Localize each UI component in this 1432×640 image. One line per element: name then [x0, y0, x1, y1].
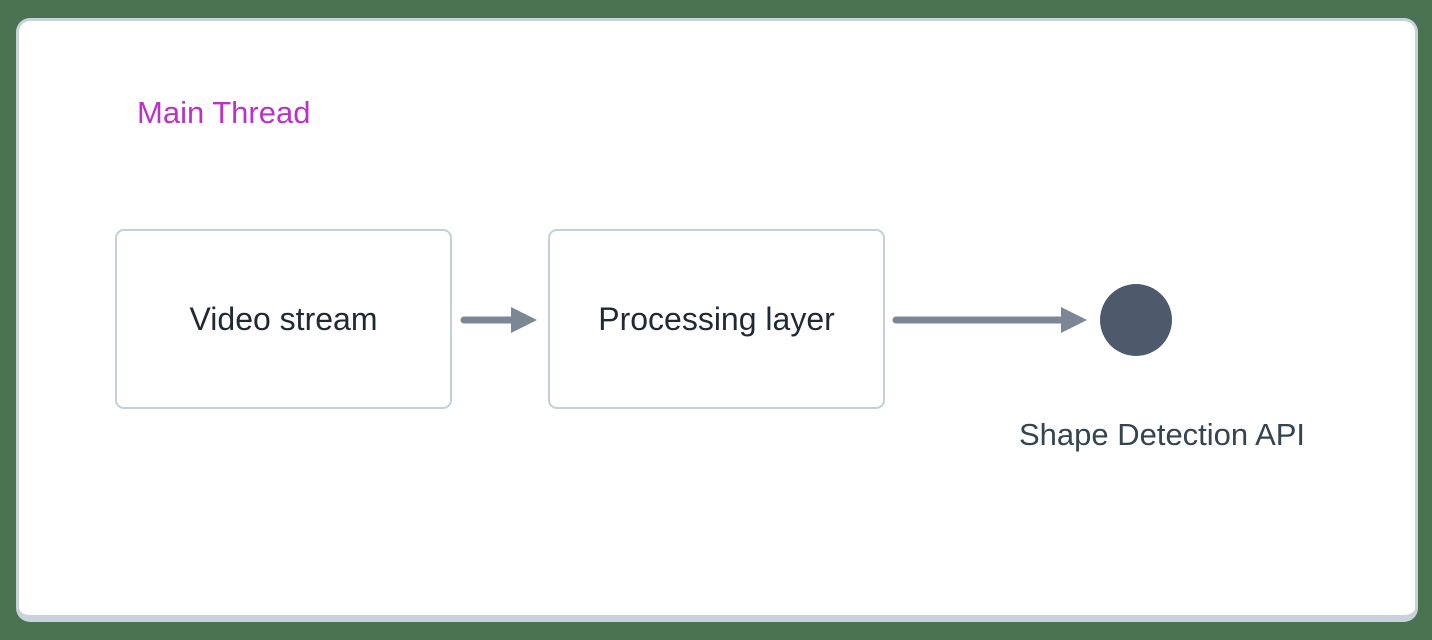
node-processing-layer: Processing layer	[548, 229, 885, 409]
shape-detection-api-label: Shape Detection API	[1018, 417, 1306, 452]
node-video-stream: Video stream	[115, 229, 452, 409]
node-video-stream-label: Video stream	[189, 300, 378, 337]
main-thread-label: Main Thread	[137, 95, 311, 130]
node-processing-layer-label: Processing layer	[598, 300, 835, 337]
